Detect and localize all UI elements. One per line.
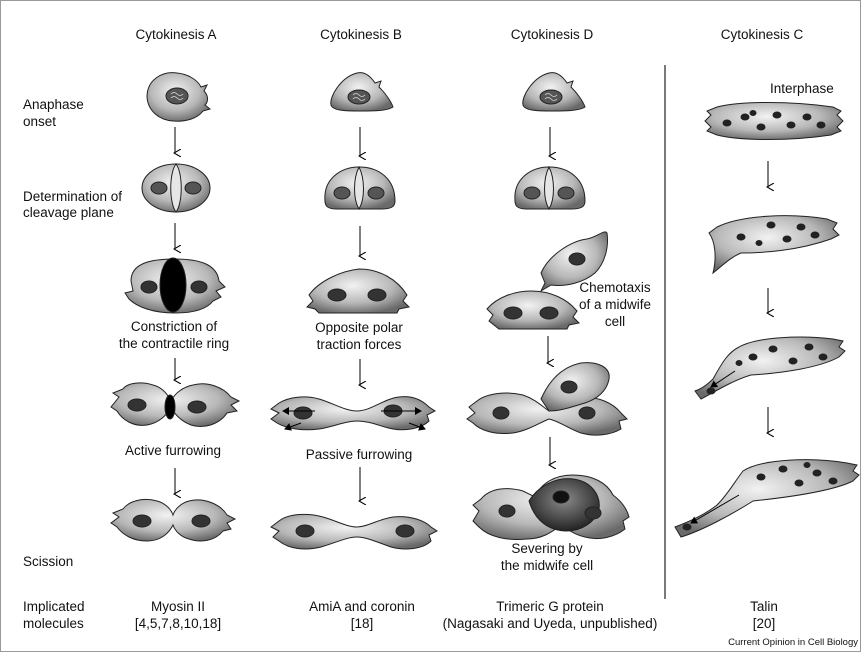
label-c-interphase: Interphase bbox=[770, 80, 834, 97]
cell-b-passive-furrowing bbox=[271, 397, 435, 430]
label-d-chemotaxis-2: of a midwife bbox=[579, 296, 651, 313]
cell-a-active-furrowing bbox=[111, 383, 239, 427]
label-d-chemotaxis-1: Chemotaxis bbox=[579, 279, 650, 296]
molecule-b-line1: AmiA and coronin bbox=[309, 598, 415, 615]
column-title-d: Cytokinesis D bbox=[511, 26, 594, 43]
row-label-anaphase-2: onset bbox=[23, 113, 56, 130]
label-d-severing-2: the midwife cell bbox=[501, 557, 593, 574]
cell-a-constriction bbox=[125, 258, 225, 313]
cell-d-midwife-contact bbox=[467, 363, 627, 435]
cell-a-anaphase bbox=[147, 73, 210, 121]
cell-a-scission bbox=[111, 499, 235, 541]
label-b-polar-1: Opposite polar bbox=[315, 319, 403, 336]
cell-a-determination bbox=[142, 164, 210, 212]
cell-c-interphase bbox=[705, 103, 843, 140]
column-b-cells bbox=[271, 73, 437, 549]
label-a-constriction-1: Constriction of bbox=[131, 318, 217, 335]
cell-d-dividing-cell bbox=[487, 291, 579, 329]
cell-b-determination bbox=[325, 167, 395, 209]
molecule-c-line2: [20] bbox=[753, 615, 776, 632]
cell-b-anaphase bbox=[331, 73, 393, 111]
cell-b-scission bbox=[271, 514, 437, 549]
column-a-cells bbox=[111, 73, 239, 541]
molecule-c-line1: Talin bbox=[750, 598, 778, 615]
column-title-c: Cytokinesis C bbox=[721, 26, 804, 43]
molecule-d-line1: Trimeric G protein bbox=[496, 598, 604, 615]
cell-d-determination bbox=[515, 167, 585, 209]
row-label-scission: Scission bbox=[23, 553, 73, 570]
credit-line: Current Opinion in Cell Biology bbox=[728, 637, 858, 649]
label-a-active-furrowing: Active furrowing bbox=[125, 442, 221, 459]
label-b-polar-2: traction forces bbox=[317, 336, 402, 353]
cell-c-elongating bbox=[709, 216, 839, 273]
row-label-implicated-1: Implicated bbox=[23, 598, 85, 615]
molecule-a-line1: Myosin II bbox=[151, 598, 205, 615]
label-d-chemotaxis-3: cell bbox=[605, 313, 625, 330]
column-c-cells bbox=[675, 103, 859, 538]
row-label-implicated-2: molecules bbox=[23, 615, 84, 632]
cell-c-tail-forming bbox=[695, 337, 845, 399]
molecule-a-line2: [4,5,7,8,10,18] bbox=[135, 615, 221, 632]
molecule-b-line2: [18] bbox=[351, 615, 374, 632]
label-a-constriction-2: the contractile ring bbox=[119, 335, 229, 352]
molecule-d-line2: (Nagasaki and Uyeda, unpublished) bbox=[443, 615, 658, 632]
cell-d-anaphase bbox=[523, 73, 585, 111]
cell-d-severing bbox=[473, 475, 629, 540]
column-title-b: Cytokinesis B bbox=[320, 26, 402, 43]
column-title-a: Cytokinesis A bbox=[135, 26, 216, 43]
cell-c-traction-scission bbox=[675, 460, 859, 537]
cell-b-polar-traction bbox=[307, 269, 409, 313]
row-label-determination-2: cleavage plane bbox=[23, 204, 114, 221]
row-label-anaphase-1: Anaphase bbox=[23, 96, 84, 113]
label-b-passive-furrowing: Passive furrowing bbox=[306, 446, 413, 463]
label-d-severing-1: Severing by bbox=[511, 540, 582, 557]
row-label-determination-1: Determination of bbox=[23, 188, 122, 205]
